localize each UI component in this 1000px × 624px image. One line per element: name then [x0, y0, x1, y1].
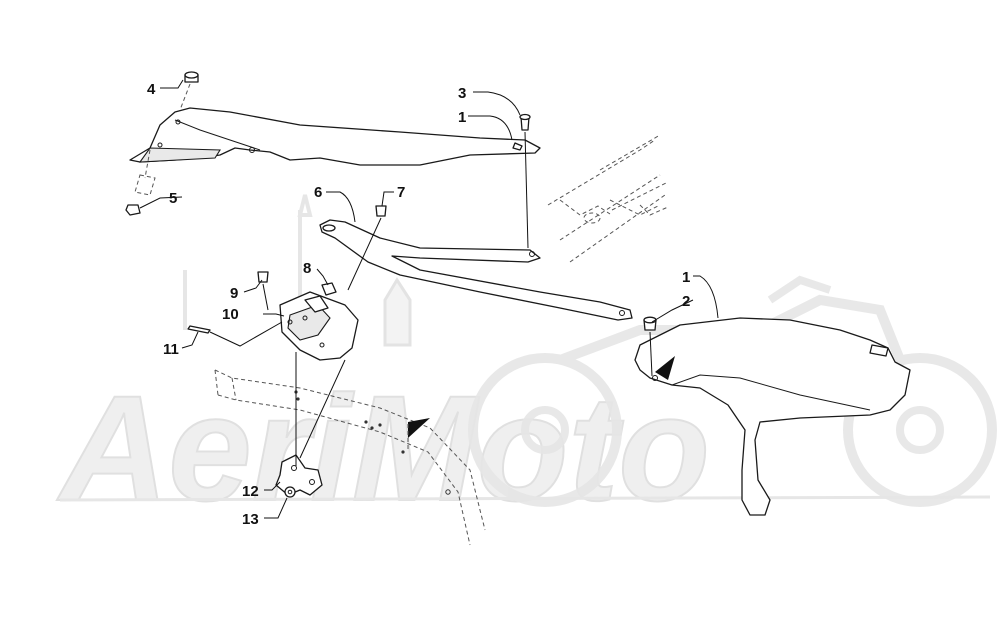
nut-clip-5: [125, 149, 156, 216]
support-bar-6: [319, 219, 633, 321]
callout-3: 3: [458, 85, 466, 102]
direction-arrow-frame: [407, 418, 430, 450]
callout-2: 2: [682, 293, 690, 310]
callout-10: 10: [222, 306, 239, 323]
callout-12: 12: [242, 483, 259, 500]
nut-8: [321, 282, 337, 296]
washer-13: [284, 486, 296, 498]
bolt-7: [347, 205, 387, 291]
callout-1-upper: 1: [458, 109, 466, 126]
screw-9: [257, 271, 269, 311]
callout-9: 9: [230, 285, 238, 302]
bracket-10: [279, 291, 359, 361]
direction-arrow-panel: [655, 356, 675, 380]
plate-12: [275, 352, 346, 496]
watermark-logo: AeriMoto: [55, 194, 997, 533]
screw-4: [179, 71, 199, 111]
side-panel-right: [634, 317, 911, 516]
frame-section-rear: [547, 134, 669, 263]
pin-11: [187, 321, 283, 347]
leader-lines: [139, 79, 719, 519]
callout-1-right: 1: [682, 269, 690, 286]
callout-5: 5: [169, 190, 177, 207]
callout-8: 8: [303, 260, 311, 277]
watermark-castle-icon: [183, 194, 412, 347]
callout-11: 11: [163, 341, 179, 358]
callout-labels: 4 3 1 5 6 7 8 9 10 11 12 13 1 2: [147, 81, 690, 528]
side-panel-upper: [129, 107, 541, 166]
callout-6: 6: [314, 184, 322, 201]
callout-7: 7: [397, 184, 405, 201]
callout-4: 4: [147, 81, 156, 98]
screw-3: [519, 113, 531, 249]
callout-13: 13: [242, 511, 259, 528]
watermark-motorcycle-icon: [468, 275, 997, 507]
frame-rail-lower: [214, 369, 486, 546]
